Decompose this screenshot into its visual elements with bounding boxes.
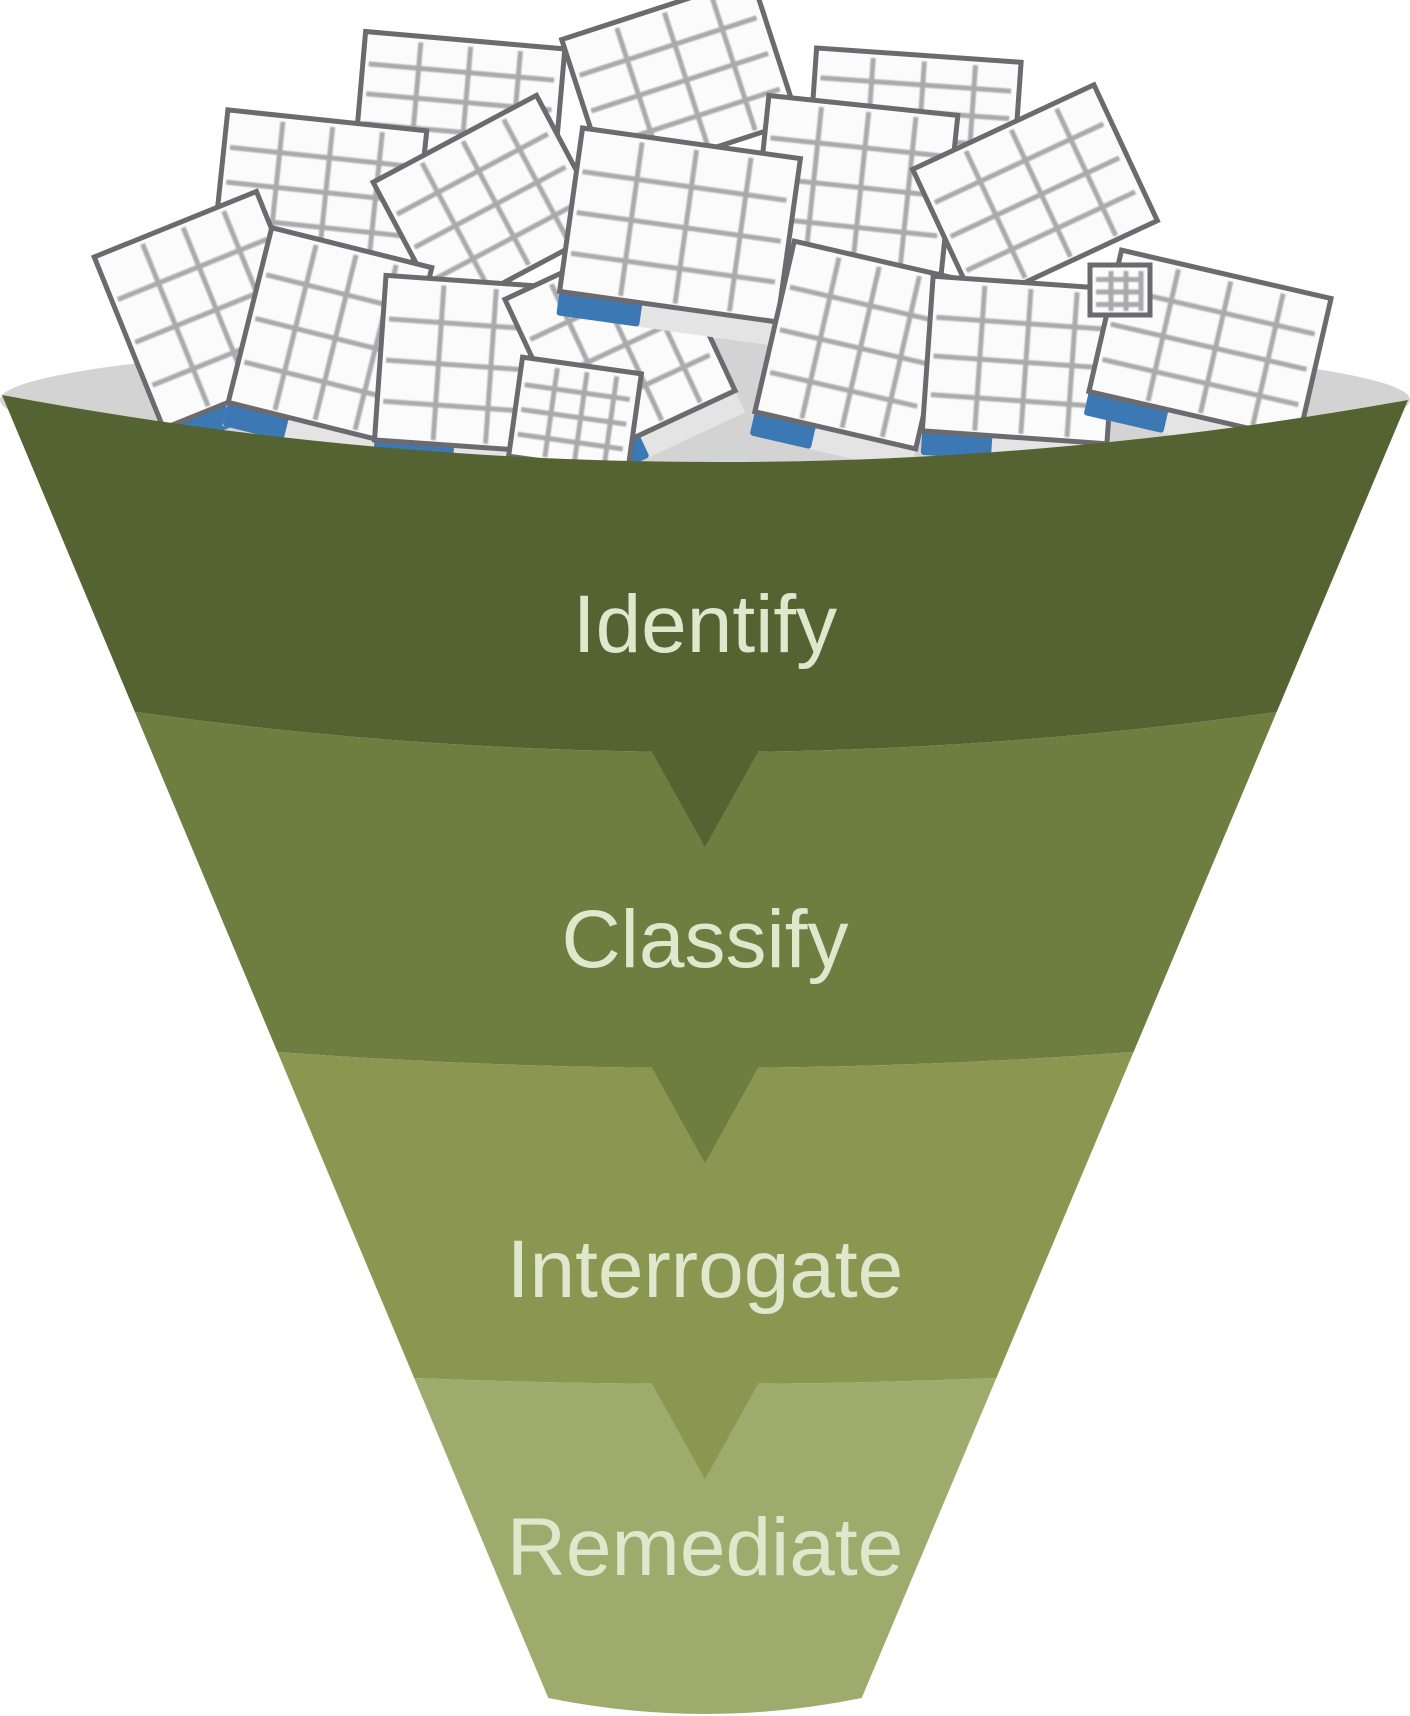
sheet-grid bbox=[1101, 268, 1316, 426]
sheet-grid bbox=[930, 285, 1108, 438]
stage-label-interrogate: Interrogate bbox=[507, 1224, 904, 1315]
spreadsheet-pile bbox=[90, 0, 1335, 497]
stage-arrow-notch bbox=[651, 1382, 759, 1479]
sheet-border bbox=[556, 125, 804, 325]
stage-arrow-notch bbox=[651, 1066, 759, 1163]
sheet-grid bbox=[1096, 271, 1144, 311]
funnel-stage-remediate bbox=[414, 1378, 997, 1714]
sheet-tab-active bbox=[1084, 390, 1169, 433]
sheet-border bbox=[909, 81, 1161, 309]
funnel-stage-identify bbox=[2, 395, 1408, 752]
sheet-border bbox=[369, 91, 611, 319]
sheet-grid bbox=[933, 107, 1137, 279]
sheet-grid bbox=[517, 367, 631, 466]
stage-label-classify: Classify bbox=[561, 894, 848, 985]
sheet-grid bbox=[769, 257, 938, 438]
spreadsheet-icon bbox=[556, 125, 804, 346]
sheet-grid bbox=[570, 142, 787, 312]
sheet-tab-active bbox=[223, 401, 289, 441]
sheet-grid bbox=[395, 118, 585, 288]
stage-label-remediate: Remediate bbox=[507, 1502, 904, 1593]
funnel-stage-interrogate bbox=[277, 1052, 1134, 1384]
spreadsheet-icon bbox=[909, 81, 1161, 309]
funnel-bands bbox=[2, 395, 1408, 1714]
stage-arrow-notch bbox=[651, 750, 759, 847]
sheet-tab-active bbox=[750, 410, 816, 449]
spreadsheet-icon bbox=[1087, 262, 1153, 318]
spreadsheet-icon bbox=[749, 238, 959, 473]
stage-label-identify: Identify bbox=[573, 579, 837, 670]
sheet-border bbox=[1087, 262, 1153, 318]
funnel-stage-classify bbox=[134, 712, 1277, 1068]
spreadsheet-icon bbox=[369, 91, 611, 319]
sheet-grid bbox=[222, 121, 416, 262]
sheet-border bbox=[1085, 247, 1335, 443]
